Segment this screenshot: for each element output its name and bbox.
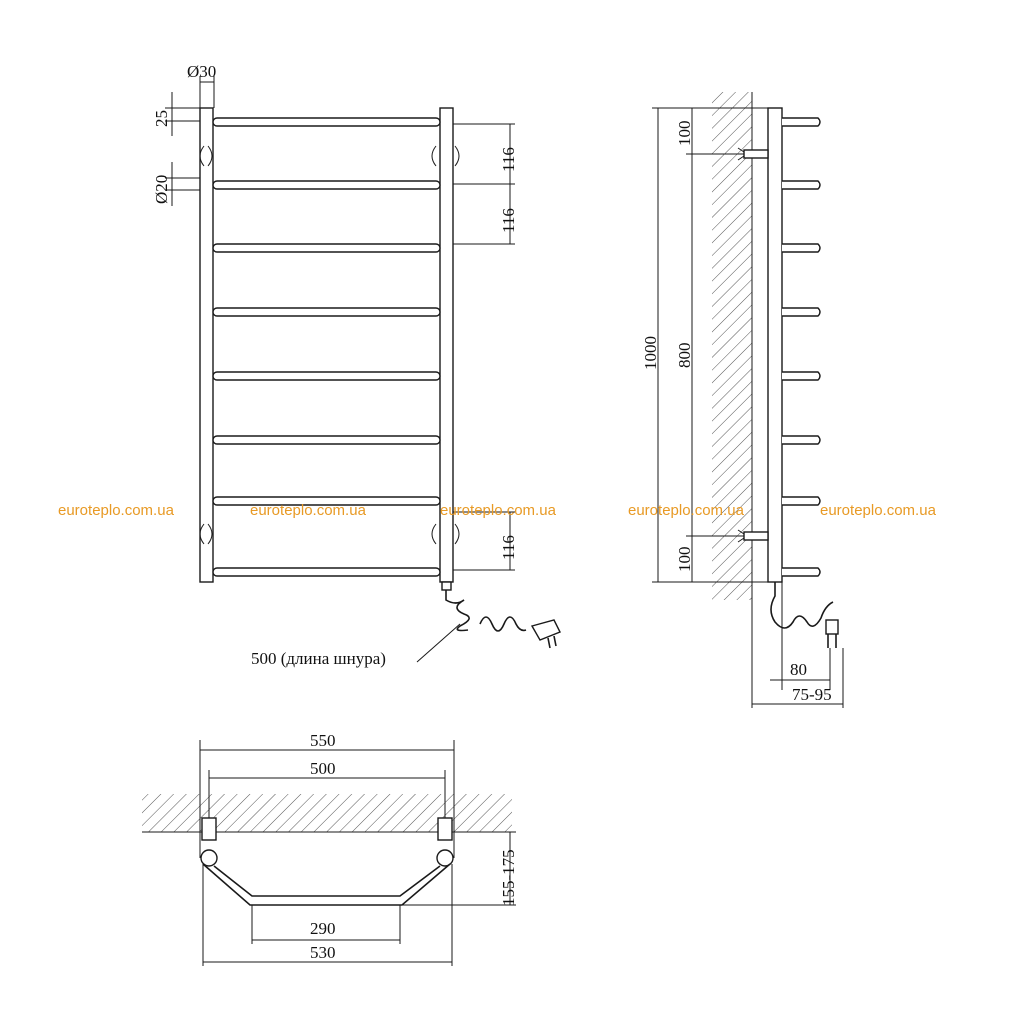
dim-projection: 155-175 — [499, 849, 518, 906]
watermark-5: euroteplo.com.ua — [820, 502, 937, 519]
top-view: 550 500 155-175 290 530 — [142, 731, 518, 966]
side-rung-7 — [782, 496, 821, 506]
top-post-right — [436, 849, 454, 867]
side-rung-2 — [782, 180, 821, 190]
rung-1 — [212, 117, 441, 127]
power-plug — [530, 619, 561, 641]
rung-4 — [212, 307, 441, 317]
dim-spacing-bottom: 116 — [499, 535, 518, 560]
bracket-bottom-right2 — [454, 523, 460, 545]
bracket-top-left — [199, 145, 205, 167]
dim-mount-span: 800 — [675, 343, 694, 369]
watermark-4: euroteplo.com.ua — [628, 502, 745, 519]
bracket-bottom-left2 — [207, 523, 213, 545]
wall-hatch-side — [712, 92, 752, 600]
rung-6 — [212, 435, 441, 445]
watermark-3: euroteplo.com.ua — [440, 502, 557, 519]
bracket-bottom-right — [431, 523, 437, 545]
side-rung-4 — [782, 307, 821, 317]
rung-2 — [212, 180, 441, 190]
side-rung-3 — [782, 243, 821, 253]
dim-tube-diameter: Ø30 — [187, 62, 216, 81]
dim-top-offset: 25 — [152, 110, 171, 127]
watermarks: euroteplo.com.ua euroteplo.com.ua eurote… — [58, 502, 937, 519]
side-rung-6 — [782, 435, 821, 445]
rung-8 — [212, 567, 441, 577]
side-rung-1 — [782, 117, 821, 127]
dim-outer-width: 530 — [310, 943, 336, 962]
dim-mount-bottom: 100 — [675, 547, 694, 573]
dim-total-height: 1000 — [641, 336, 660, 370]
top-rung-outline-inner — [202, 863, 451, 906]
dim-overall-width: 550 — [310, 731, 336, 750]
bracket-top-right — [431, 145, 437, 167]
rung-5 — [212, 371, 441, 381]
top-mount-left — [201, 817, 217, 841]
left-post — [199, 107, 214, 583]
watermark-2: euroteplo.com.ua — [250, 502, 367, 519]
top-post-left — [200, 849, 218, 867]
side-rung-8 — [782, 567, 821, 577]
watermark-1: euroteplo.com.ua — [58, 502, 175, 519]
bracket-top-left2 — [207, 145, 213, 167]
dim-mount-top: 100 — [675, 121, 694, 147]
front-view: Ø30 25 Ø20 116 116 116 500 (длина шнура) — [152, 62, 561, 668]
heater-plug-base — [441, 581, 452, 591]
side-post — [767, 107, 783, 583]
dim-depth-outer: 75-95 — [792, 685, 832, 704]
dim-inner-width: 290 — [310, 919, 336, 938]
side-rungs — [782, 117, 821, 577]
side-power-cord — [770, 582, 834, 629]
power-cord — [445, 590, 527, 632]
rungs — [212, 117, 441, 577]
bracket-top-right2 — [454, 145, 460, 167]
dim-cord-length: 500 (длина шнура) — [251, 649, 386, 668]
dim-spacing-1: 116 — [499, 147, 518, 172]
wall-hatch-top — [142, 794, 512, 832]
dim-depth-inner: 80 — [790, 660, 807, 679]
bracket-bottom-left — [199, 523, 205, 545]
rung-7 — [212, 496, 441, 506]
side-rung-5 — [782, 371, 821, 381]
dim-rung-diameter: Ø20 — [152, 175, 171, 204]
side-plug — [825, 619, 839, 635]
rung-3 — [212, 243, 441, 253]
top-rung-outline — [213, 865, 441, 897]
side-view: 1000 100 800 100 80 75-95 — [641, 92, 844, 708]
dim-axis-width: 500 — [310, 759, 336, 778]
top-mount-right — [437, 817, 453, 841]
dim-spacing-2: 116 — [499, 208, 518, 233]
